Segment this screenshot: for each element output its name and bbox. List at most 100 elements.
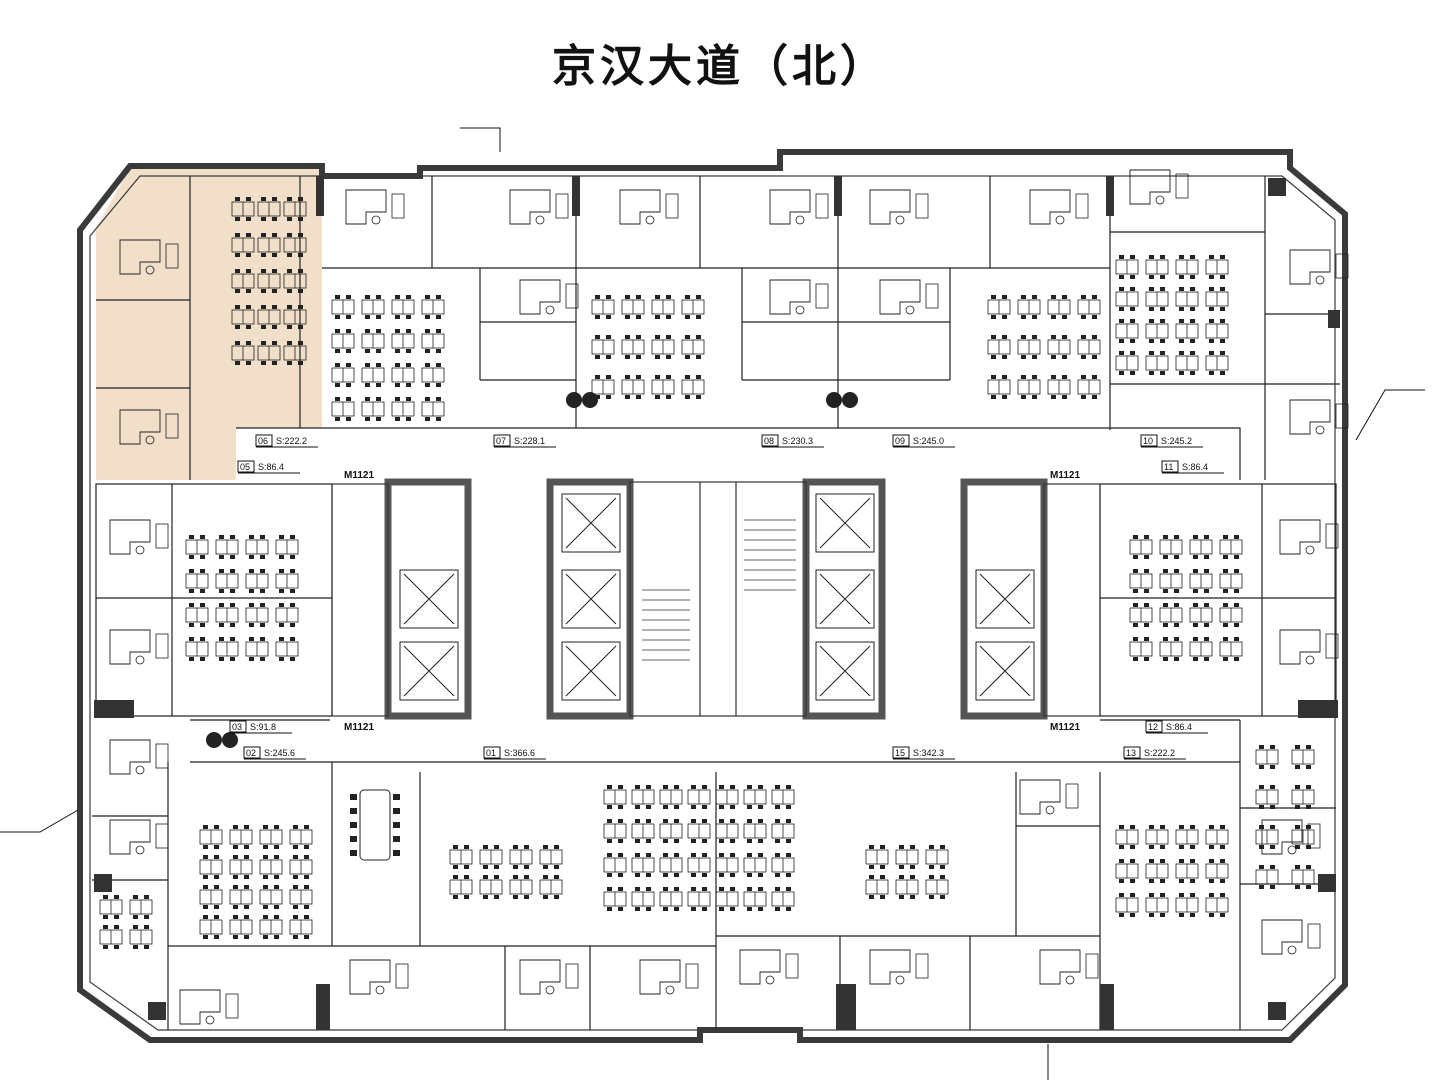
desk-cluster	[1145, 319, 1169, 343]
desk-cluster	[129, 895, 153, 919]
desk-cluster	[621, 335, 645, 359]
desk-cluster	[509, 845, 533, 869]
office-desk	[619, 189, 679, 225]
desk-cluster	[257, 305, 281, 329]
building-core	[331, 478, 1101, 720]
structural-columns	[94, 176, 1340, 1030]
desk-cluster	[1017, 375, 1041, 399]
desk-cluster	[1205, 859, 1229, 883]
desk-cluster	[421, 363, 445, 387]
office-desk	[639, 959, 699, 995]
desk-cluster	[1189, 569, 1213, 593]
desk-cluster	[1115, 351, 1139, 375]
desk-cluster	[1291, 785, 1315, 809]
office-desk	[109, 739, 169, 775]
desk-cluster	[1129, 535, 1153, 559]
desk-cluster	[1047, 335, 1071, 359]
desk-cluster	[631, 785, 655, 809]
desk-cluster	[421, 295, 445, 319]
unit-area: S:245.2	[1161, 436, 1192, 446]
office-desk	[1261, 819, 1321, 855]
desk-cluster	[331, 295, 355, 319]
desk-cluster	[1115, 287, 1139, 311]
desk-cluster	[1159, 569, 1183, 593]
desk-cluster	[185, 535, 209, 559]
desk-cluster	[631, 819, 655, 843]
desk-cluster	[289, 915, 313, 939]
unit-number: 02	[246, 748, 256, 758]
desk-cluster	[361, 363, 385, 387]
desk-cluster	[245, 569, 269, 593]
desk-cluster	[283, 197, 307, 221]
desk-cluster	[229, 915, 253, 939]
desk-cluster	[449, 845, 473, 869]
desk-cluster	[1145, 859, 1169, 883]
office-desk	[509, 189, 569, 225]
desk-cluster	[421, 329, 445, 353]
desk-cluster	[987, 375, 1011, 399]
office-desk	[869, 189, 929, 225]
desk-cluster	[591, 295, 615, 319]
office-desk	[1039, 949, 1099, 985]
desk-cluster	[283, 341, 307, 365]
desk-cluster	[1189, 603, 1213, 627]
desk-cluster	[1219, 637, 1243, 661]
desk-cluster	[1219, 569, 1243, 593]
desk-cluster	[687, 853, 711, 877]
desk-cluster	[865, 875, 889, 899]
desk-cluster	[651, 335, 675, 359]
office-desk	[739, 949, 799, 985]
desk-cluster	[1205, 255, 1229, 279]
desk-cluster	[257, 341, 281, 365]
desk-cluster	[539, 845, 563, 869]
desk-cluster	[1017, 335, 1041, 359]
desk-cluster	[1255, 785, 1279, 809]
desk-cluster	[283, 233, 307, 257]
desk-cluster	[185, 637, 209, 661]
desk-cluster	[259, 885, 283, 909]
unit-area: S:245.6	[264, 748, 295, 758]
desk-cluster	[1175, 893, 1199, 917]
desk-cluster	[479, 845, 503, 869]
desk-cluster	[1145, 287, 1169, 311]
desk-cluster	[987, 335, 1011, 359]
door-label: M1121	[1050, 470, 1080, 481]
desk-cluster	[361, 397, 385, 421]
plan-title: 京汉大道（北）	[552, 41, 888, 92]
desk-cluster	[771, 887, 795, 911]
desk-cluster	[603, 887, 627, 911]
unit-area: S:91.8	[250, 722, 276, 732]
desk-cluster	[331, 397, 355, 421]
furniture-layer	[99, 169, 1349, 1025]
desk-cluster	[539, 875, 563, 899]
unit-tag[interactable]: 02 S:245.6	[243, 746, 306, 760]
desk-cluster	[199, 885, 223, 909]
desk-cluster	[603, 853, 627, 877]
desk-cluster	[99, 895, 123, 919]
unit-area: S:86.4	[258, 462, 284, 472]
desk-cluster	[715, 853, 739, 877]
desk-cluster	[231, 197, 255, 221]
office-desk	[119, 239, 179, 275]
desk-cluster	[681, 335, 705, 359]
desk-cluster	[257, 269, 281, 293]
office-desk	[1029, 189, 1089, 225]
desk-cluster	[1189, 535, 1213, 559]
desk-cluster	[449, 875, 473, 899]
office-desk	[349, 959, 409, 995]
desk-cluster	[631, 853, 655, 877]
office-desk	[519, 959, 579, 995]
desk-cluster	[1175, 319, 1199, 343]
